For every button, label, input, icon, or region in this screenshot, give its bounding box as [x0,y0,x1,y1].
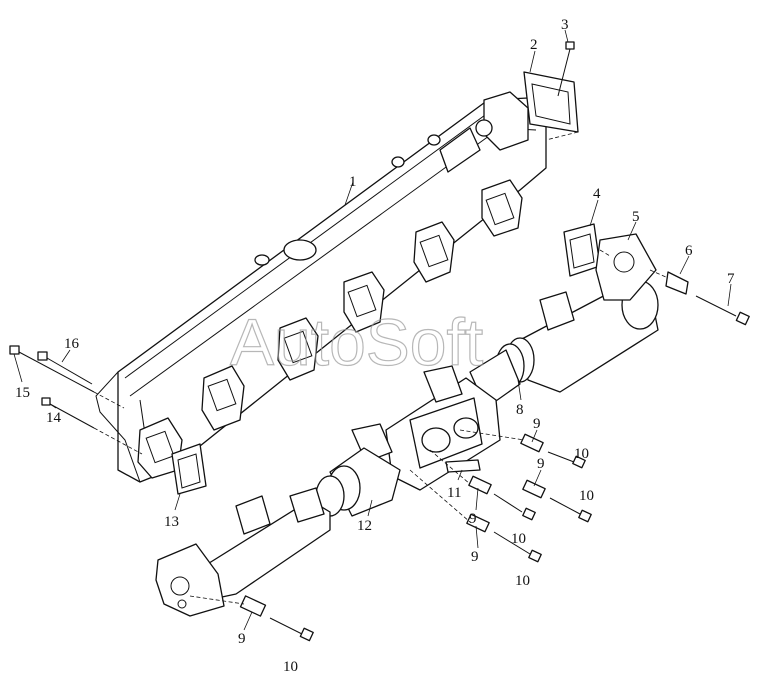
callout-15: 15 [15,385,30,401]
callout-10e: 10 [283,659,298,675]
watermark-text: AutoSoft [230,305,483,379]
callout-4: 4 [593,186,601,202]
callout-2: 2 [530,37,538,53]
callout-5: 5 [632,209,640,225]
upper-manifold-part-1 [95,91,547,483]
callout-10b: 10 [579,488,594,504]
gasket-part-4 [563,223,601,277]
lower-manifold-assembly [155,233,659,617]
callout-numbers: 1 2 3 4 5 6 7 8 9 9 9 9 9 10 10 10 10 10… [15,17,735,675]
callout-9e: 9 [238,631,246,647]
gasket-part-2 [523,71,579,133]
callout-16: 16 [64,336,80,352]
bolt-part-3 [557,41,575,97]
spacer-part-6 [665,271,689,295]
callout-11: 11 [447,485,461,501]
callout-8: 8 [516,402,524,418]
bolt-part-7 [695,295,750,326]
callout-9d: 9 [471,549,479,565]
bolt-part-16 [37,351,93,385]
callout-14: 14 [46,410,62,426]
callout-3: 3 [561,17,569,33]
callout-9a: 9 [533,416,541,432]
bolt-part-14 [41,397,95,429]
callout-leaders [13,29,732,631]
callout-12: 12 [357,518,372,534]
gasket-part-13 [171,443,207,495]
callout-10d: 10 [515,573,530,589]
callout-9b: 9 [537,456,545,472]
callout-1: 1 [349,174,357,190]
callout-7: 7 [727,271,735,287]
spacer-bolt-set-9-10 [239,433,592,642]
callout-13: 13 [164,514,179,530]
assembly-guide-lines [93,131,669,605]
callout-10c: 10 [511,531,526,547]
callout-9c: 9 [469,511,477,527]
bolt-part-15 [9,345,95,393]
callout-10a: 10 [574,446,589,462]
callout-6: 6 [685,243,693,259]
